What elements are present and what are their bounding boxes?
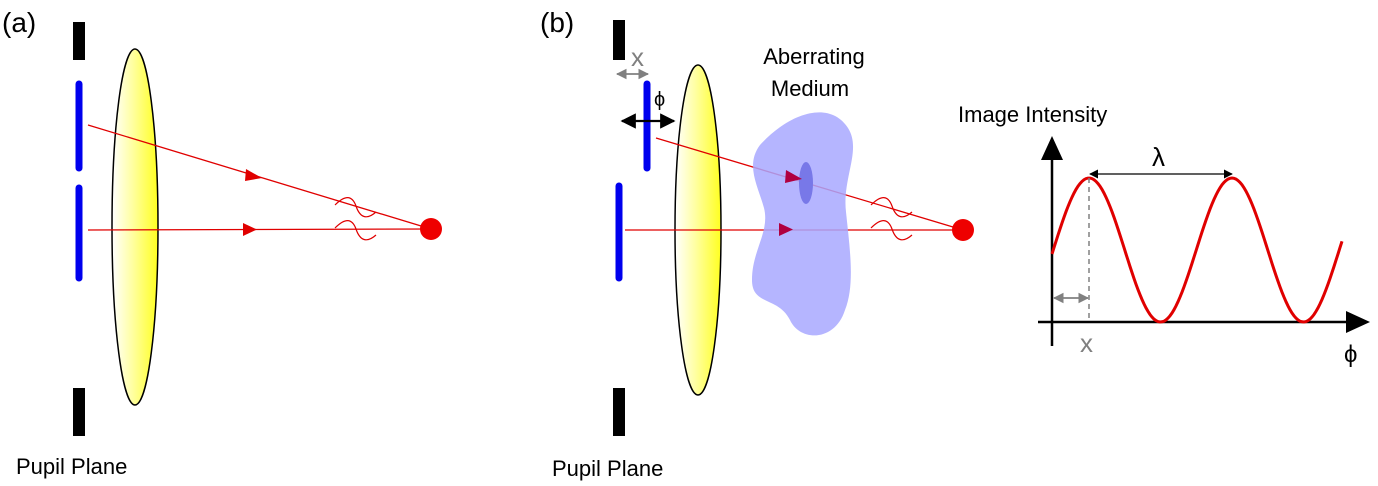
ray-lower bbox=[87, 228, 432, 231]
panel-a: (a) Pupil Plane bbox=[2, 7, 442, 479]
wave-symbol-bottom-b bbox=[870, 220, 913, 241]
wavelength-label: λ bbox=[1152, 142, 1165, 172]
plot-title: Image Intensity bbox=[958, 102, 1107, 127]
intensity-curve bbox=[1050, 176, 1344, 324]
panel-a-footer: Pupil Plane bbox=[16, 454, 127, 479]
ray-upper-b-arrow-icon bbox=[785, 170, 802, 183]
x-axis-arrow-icon bbox=[1346, 311, 1370, 333]
wave-symbol-top-b bbox=[870, 197, 913, 218]
wave-symbol-bottom bbox=[334, 220, 377, 241]
ray-upper-arrow-icon bbox=[245, 169, 262, 181]
aperture-stop-bottom bbox=[73, 388, 85, 436]
intensity-plot: Image Intensity ϕ λ x bbox=[958, 102, 1370, 368]
medium-label-line2: Medium bbox=[771, 76, 849, 101]
aberrating-medium bbox=[752, 112, 854, 336]
ray-lower-b-arrow-icon bbox=[779, 223, 793, 236]
medium-inhomogeneity bbox=[799, 162, 813, 204]
ray-lower-arrow-icon bbox=[243, 223, 257, 236]
medium-label-line1: Aberrating bbox=[763, 44, 865, 69]
shift-label: x bbox=[631, 42, 644, 72]
panel-b-label: (b) bbox=[540, 7, 574, 38]
focal-point bbox=[420, 218, 442, 240]
aperture-stop-top-b bbox=[613, 20, 625, 60]
lens bbox=[111, 48, 159, 406]
panel-b: (b) x ϕ Aberrating Medium Pupil P bbox=[540, 7, 974, 481]
panel-b-footer: Pupil Plane bbox=[552, 456, 663, 481]
y-axis-arrow-icon bbox=[1041, 136, 1063, 160]
phase-label: ϕ bbox=[654, 89, 665, 111]
wave-symbol-top bbox=[334, 197, 377, 218]
aperture-stop-top bbox=[73, 22, 85, 60]
aperture-stop-bottom-b bbox=[613, 388, 625, 436]
panel-a-label: (a) bbox=[2, 7, 36, 38]
offset-label: x bbox=[1080, 328, 1093, 358]
focal-point-b bbox=[952, 219, 974, 241]
x-axis-label: ϕ bbox=[1344, 341, 1357, 368]
